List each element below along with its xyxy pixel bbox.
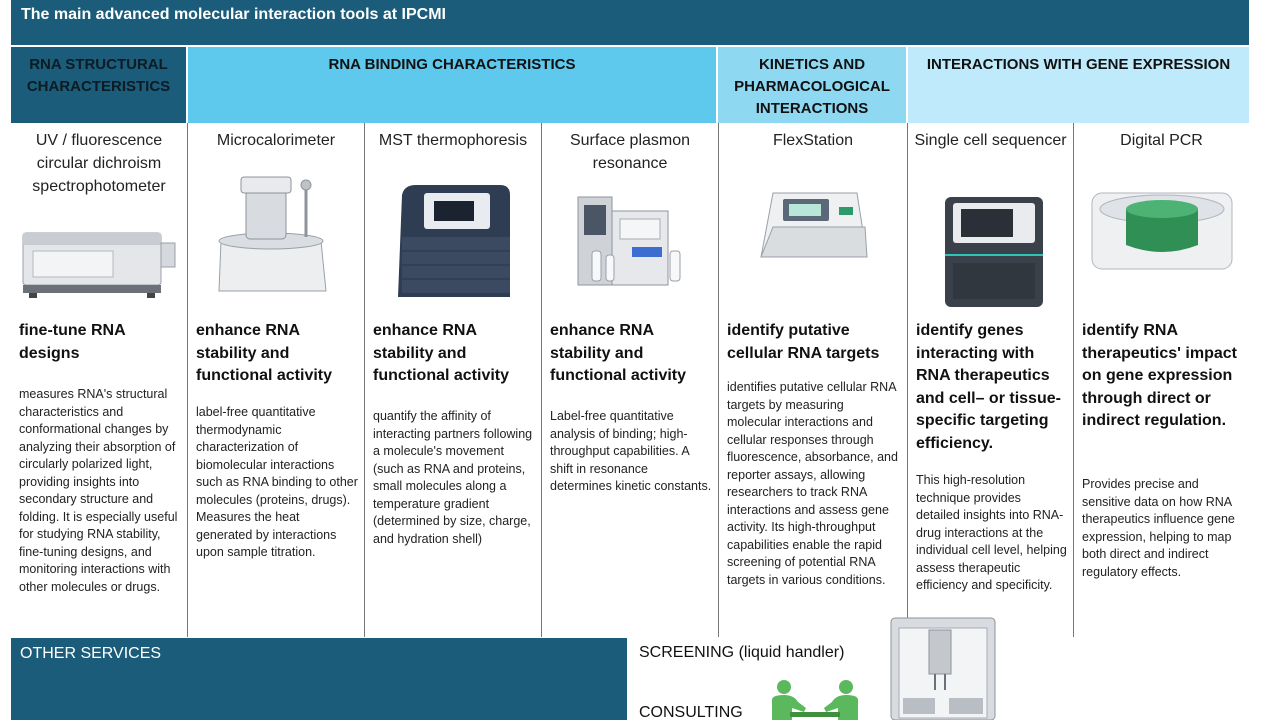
- instrument-name: MST thermophoresis: [378, 132, 528, 149]
- instrument-description: identifies putative cellular RNA targets…: [727, 380, 898, 587]
- instrument-name: Microcalorimeter: [216, 132, 336, 149]
- instrument-headline: fine-tune RNA designs: [19, 322, 126, 362]
- category-kinetics: KINETICS AND PHARMACOLOGICAL INTERACTION…: [718, 47, 906, 123]
- instrument-headline: identify RNA therapeutics' impact on gen…: [1082, 322, 1237, 429]
- instrument-card-microcalorimeter: Microcalorimeter enhance RNA stability a…: [187, 123, 364, 637]
- instrument-card-surface-plasmon-resonance: Surface plasmon resonance enhance RNA st…: [541, 123, 718, 637]
- liquid-handler-illustration: [890, 617, 996, 720]
- category-gene-expression: INTERACTIONS WITH GENE EXPRESSION: [908, 47, 1249, 123]
- instrument-headline: identify genes interacting with RNA ther…: [916, 322, 1061, 452]
- other-services-label: OTHER SERVICES: [11, 638, 627, 720]
- page-title: The main advanced molecular interaction …: [11, 0, 1249, 45]
- instrument-card-flexstation: FlexStation identify putative cellular R…: [718, 123, 907, 637]
- instrument-card-mst-thermophoresis: MST thermophoresis enhance RNA stability…: [364, 123, 541, 637]
- instrument-description: This high-resolution technique provides …: [916, 473, 1067, 592]
- consulting-service: CONSULTING: [639, 704, 743, 721]
- microcalorimeter-illustration: [218, 176, 327, 292]
- instrument-name: Surface plasmon resonance: [569, 132, 691, 172]
- instrument-card-single-cell-sequencer: Single cell sequencer identify genes int…: [907, 123, 1073, 637]
- mst-instrument-illustration: [398, 185, 510, 297]
- instrument-headline: enhance RNA stability and functional act…: [196, 322, 333, 384]
- instrument-description: Provides precise and sensitive data on h…: [1082, 477, 1235, 579]
- instrument-description: label-free quantitative thermodynamic ch…: [196, 405, 358, 559]
- flexstation-illustration: [760, 192, 868, 258]
- digital-pcr-illustration: [1091, 192, 1232, 270]
- spectrophotometer-illustration: [22, 232, 176, 298]
- instrument-name: Single cell sequencer: [914, 132, 1067, 149]
- instrument-headline: enhance RNA stability and functional act…: [550, 322, 687, 384]
- single-cell-sequencer-illustration: [944, 197, 1043, 307]
- instrument-headline: identify putative cellular RNA targets: [727, 322, 880, 362]
- instrument-headline: enhance RNA stability and functional act…: [373, 322, 510, 384]
- instrument-name: UV / fluorescence circular dichroism spe…: [32, 132, 166, 195]
- instrument-name: FlexStation: [772, 132, 854, 149]
- spr-instrument-illustration: [577, 196, 681, 286]
- category-rna-structural: RNA STRUCTURAL CHARACTERISTICS: [11, 47, 186, 123]
- instrument-description: measures RNA's structural characteristic…: [19, 387, 178, 594]
- screening-service: SCREENING (liquid handler): [639, 644, 845, 661]
- instrument-description: quantify the affinity of interacting par…: [373, 409, 533, 546]
- instrument-description: Label-free quantitative analysis of bind…: [550, 409, 712, 493]
- consulting-people-icon: [772, 680, 858, 720]
- instrument-card-cd-spectrophotometer: UV / fluorescence circular dichroism spe…: [11, 123, 187, 637]
- category-rna-binding: RNA BINDING CHARACTERISTICS: [188, 47, 716, 123]
- instrument-card-digital-pcr: Digital PCR identify RNA therapeutics' i…: [1073, 123, 1249, 637]
- instrument-name: Digital PCR: [1120, 132, 1203, 149]
